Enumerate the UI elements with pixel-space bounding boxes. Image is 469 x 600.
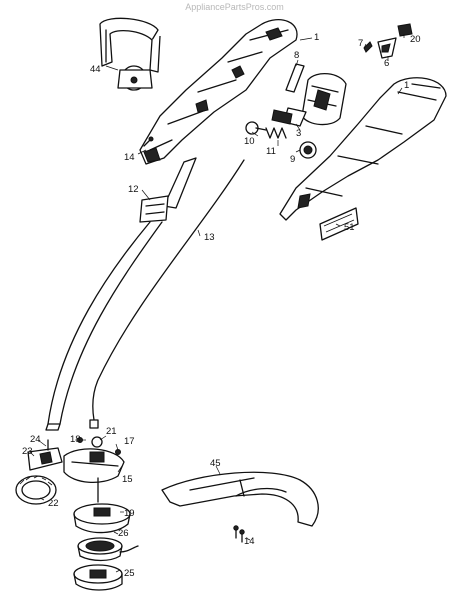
part-labels: 1 1 3 6 7 8 9 10 11 12 13 14 14 15 17 18… bbox=[22, 32, 421, 579]
part-label: 15 bbox=[122, 474, 133, 485]
leader-lines bbox=[29, 34, 405, 573]
part-label: 1 bbox=[314, 32, 319, 43]
screw-part bbox=[245, 121, 267, 135]
part-label: 51 bbox=[344, 222, 355, 233]
part-label: 13 bbox=[204, 232, 215, 243]
guard-part bbox=[161, 471, 319, 527]
switch-pin-part bbox=[363, 41, 373, 53]
shaft-tube-part bbox=[45, 221, 163, 431]
part-label: 1 bbox=[404, 80, 409, 91]
part-label: 19 bbox=[124, 508, 135, 519]
guard-screws-part bbox=[233, 525, 245, 543]
part-label: 18 bbox=[70, 434, 81, 445]
part-label: 10 bbox=[244, 136, 255, 147]
part-label: 23 bbox=[22, 446, 33, 457]
part-label: 26 bbox=[118, 528, 129, 539]
part-label: 44 bbox=[90, 64, 101, 75]
guide-wheel-part bbox=[15, 475, 57, 505]
part-label: 3 bbox=[296, 128, 301, 139]
part-label: 25 bbox=[124, 568, 135, 579]
line-spool-part bbox=[77, 537, 139, 562]
switch-cap-part bbox=[397, 23, 413, 37]
part-label: 6 bbox=[384, 58, 389, 69]
part-label: 12 bbox=[128, 184, 139, 195]
tube-coupler-part bbox=[139, 157, 197, 223]
motor-part bbox=[271, 73, 347, 127]
spring-part bbox=[265, 127, 287, 139]
loop-handle-part bbox=[99, 17, 161, 91]
part-label: 7 bbox=[358, 38, 363, 49]
part-label: 22 bbox=[48, 498, 59, 509]
spool-housing-part bbox=[73, 477, 131, 534]
shaft-pin-part bbox=[285, 63, 305, 93]
part-label: 21 bbox=[106, 426, 117, 437]
part-label: 14 bbox=[244, 536, 255, 547]
part-label: 45 bbox=[210, 458, 221, 469]
bracket-part bbox=[27, 439, 63, 471]
drive-cable-part bbox=[89, 159, 245, 429]
gear-head-part bbox=[63, 436, 125, 483]
part-label: 24 bbox=[30, 434, 41, 445]
part-label: 11 bbox=[266, 146, 276, 157]
gear-part bbox=[299, 141, 317, 159]
small-screw-part bbox=[143, 136, 154, 147]
left-housing-part bbox=[139, 19, 298, 165]
spool-cap-part bbox=[73, 564, 123, 591]
part-label: 17 bbox=[124, 436, 135, 447]
watermark: AppliancePartsPros.com bbox=[185, 2, 284, 12]
part-label: 14 bbox=[124, 152, 135, 163]
part-label: 20 bbox=[410, 34, 421, 45]
part-label: 8 bbox=[294, 50, 299, 61]
right-housing-part bbox=[279, 77, 447, 221]
part-label: 9 bbox=[290, 154, 295, 165]
trigger-part bbox=[377, 37, 397, 59]
